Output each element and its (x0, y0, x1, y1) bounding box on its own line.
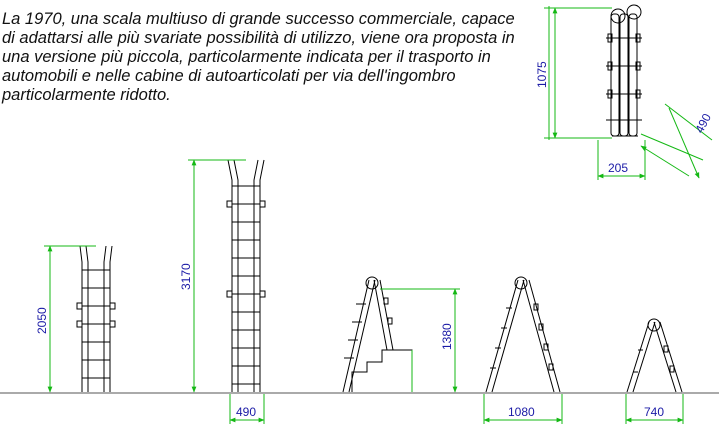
ladder-short-dimension (44, 245, 96, 393)
a-frame-width-label: 1080 (508, 405, 535, 419)
folded-dimensions (544, 6, 713, 180)
a-frame-small-width-label: 740 (644, 405, 664, 419)
ladder-width-label: 490 (236, 405, 256, 419)
description-text: La 1970, una scala multiuso di grande su… (2, 10, 515, 104)
ladder-extended-dimensions (188, 159, 265, 424)
a-frame-on-steps (342, 276, 394, 393)
folded-depth-label: 490 (692, 111, 714, 136)
folded-ladder (606, 4, 642, 137)
stairs (351, 349, 413, 392)
ladder-short (76, 245, 116, 392)
a-frame-ladder (485, 276, 561, 393)
step-height-label: 1380 (440, 323, 454, 350)
step-dimension (380, 288, 460, 393)
folded-width-label: 205 (608, 161, 628, 175)
ladder-short-height-label: 2050 (35, 307, 49, 334)
ladder-extended-height-label: 3170 (179, 263, 193, 290)
a-frame-dimension (483, 394, 563, 424)
ladder-extended (226, 159, 266, 392)
folded-height-label: 1075 (535, 61, 549, 88)
a-frame-small-dimension (625, 394, 684, 424)
a-frame-small (626, 318, 683, 393)
